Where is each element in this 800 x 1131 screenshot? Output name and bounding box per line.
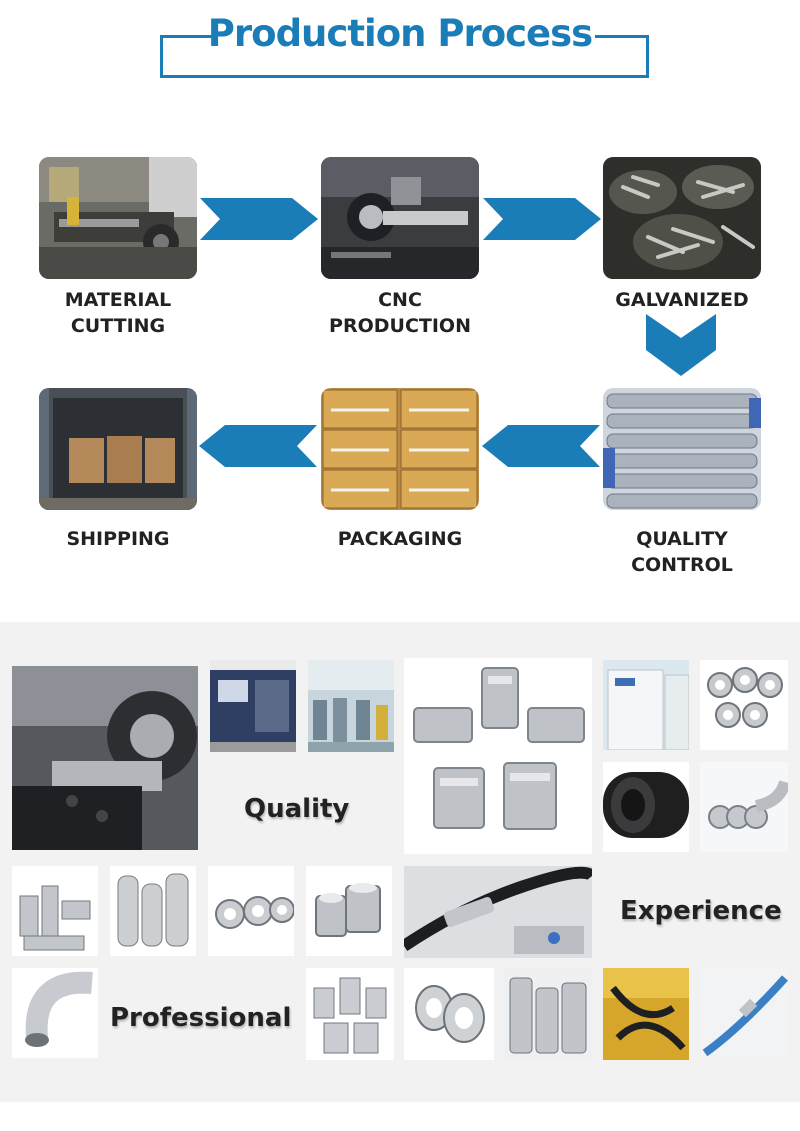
page-title: Production Process [207, 12, 593, 55]
step-label-shipping: SHIPPING [66, 528, 170, 550]
workshop-photo [308, 660, 394, 752]
nut-fittings-photo [700, 660, 788, 750]
machinery-hoses-photo [603, 968, 689, 1060]
experience-caption: Experience [620, 896, 782, 926]
lathe-machining-photo [12, 666, 198, 850]
arrow-down-icon [646, 314, 716, 376]
galvanized-photo [603, 157, 761, 279]
step-label-galvanized: GALVANIZED [615, 289, 749, 311]
arrow-left-icon [482, 425, 600, 467]
title-frame [160, 35, 649, 78]
professional-caption: Professional [110, 1003, 292, 1033]
assorted-fittings-photo [12, 866, 98, 956]
packaging-photo [321, 388, 479, 510]
sleeve-fittings-photo [306, 866, 392, 956]
material-cutting-photo [39, 157, 197, 279]
hex-fittings-photo [404, 658, 592, 854]
bent-tube-photo [12, 968, 98, 1058]
product-gallery: Quality Experience Professional [0, 622, 800, 1102]
arrow-right-icon [200, 198, 318, 240]
hose-ferrules-photo [110, 866, 196, 956]
blue-hose-photo [700, 968, 788, 1060]
crimp-fittings-photo [208, 866, 294, 956]
quality-caption: Quality [244, 794, 350, 824]
cnc-machine-photo [210, 660, 296, 752]
steel-tubes-photo [504, 968, 592, 1060]
cnc-production-photo [321, 157, 479, 279]
equipment-cabinet-photo [603, 660, 689, 750]
arrow-left-icon [199, 425, 317, 467]
arrow-right-icon [483, 198, 601, 240]
elbow-fittings-photo [700, 762, 788, 852]
step-label-packaging: PACKAGING [337, 528, 463, 550]
spiral-ferrules-photo [404, 968, 494, 1060]
rubber-hose-photo [603, 762, 689, 852]
hose-assembly-photo [404, 866, 592, 958]
threaded-fittings-photo [306, 968, 394, 1060]
shipping-photo [39, 388, 197, 510]
quality-control-photo [603, 388, 761, 510]
